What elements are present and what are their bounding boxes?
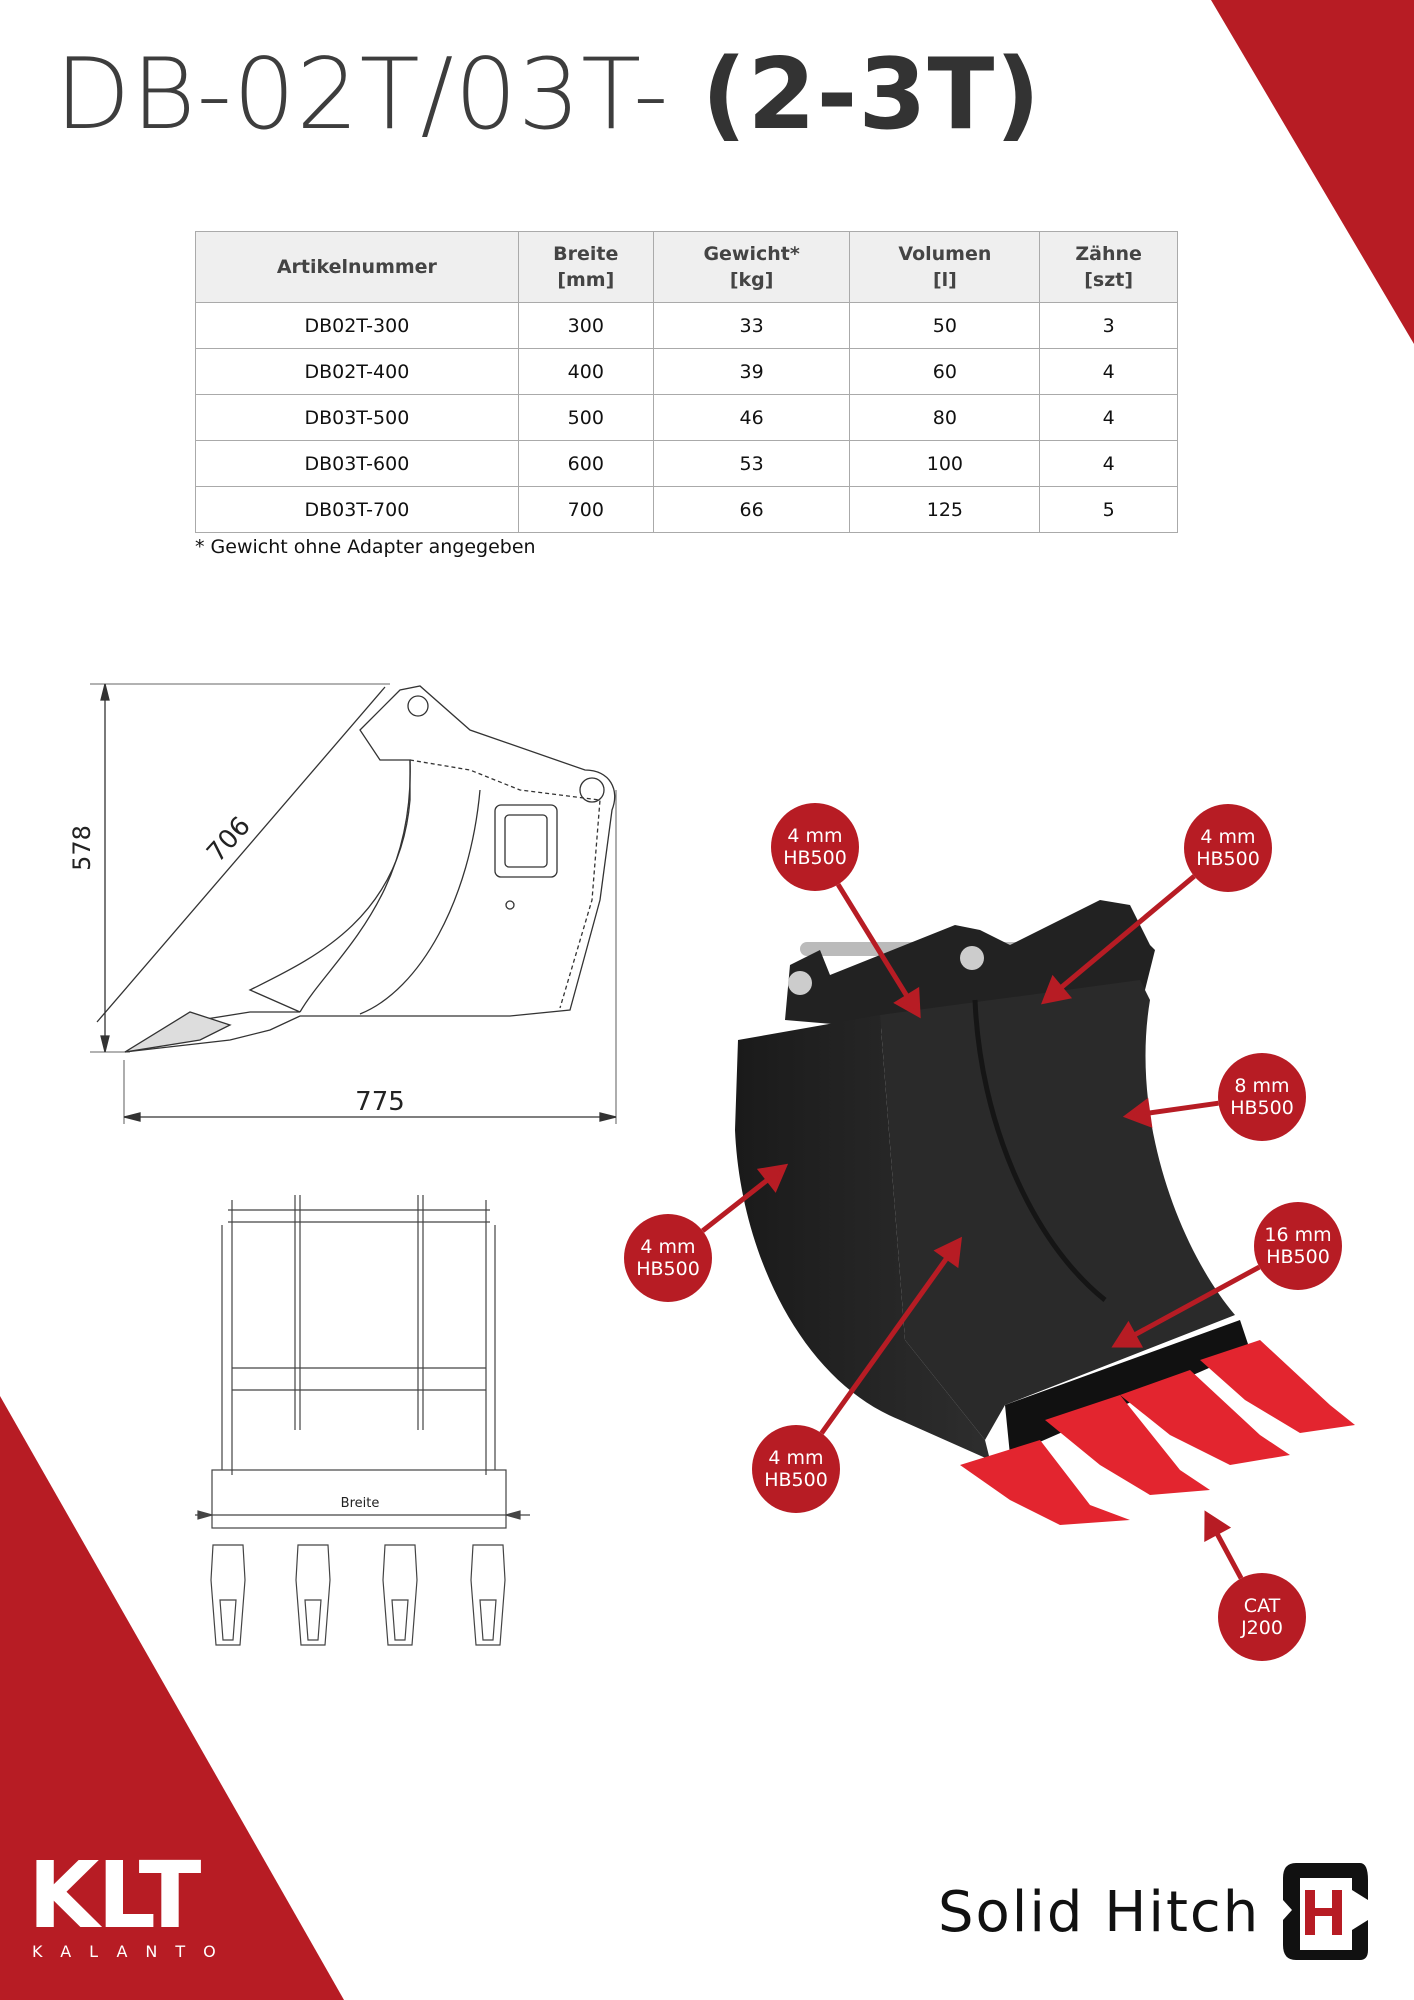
callout-material: HB500 xyxy=(636,1258,700,1280)
table-cell: 53 xyxy=(652,440,851,487)
callout-thickness: CAT xyxy=(1243,1595,1281,1617)
callout-material: HB500 xyxy=(764,1469,828,1491)
table-cell: 39 xyxy=(652,348,851,395)
corner-triangle-top-right xyxy=(1211,0,1414,344)
col-header: Volumen[l] xyxy=(849,231,1041,303)
table-cell: DB03T-600 xyxy=(195,440,519,487)
table-cell: 3 xyxy=(1039,302,1178,349)
table-cell: 400 xyxy=(517,348,654,395)
table-cell: 125 xyxy=(849,486,1041,533)
table-cell: DB03T-500 xyxy=(195,394,519,441)
table-cell: 80 xyxy=(849,394,1041,441)
callout-material: HB500 xyxy=(783,847,847,869)
table-cell: DB02T-300 xyxy=(195,302,519,349)
col-header: Gewicht*[kg] xyxy=(652,231,851,303)
col-header: Zähne[szt] xyxy=(1039,231,1178,303)
table-cell: 4 xyxy=(1039,394,1178,441)
table-cell: 5 xyxy=(1039,486,1178,533)
table-cell: 46 xyxy=(652,394,851,441)
table-cell: 4 xyxy=(1039,348,1178,395)
callout-thickness: 16 mm xyxy=(1264,1224,1332,1246)
callout-material: HB500 xyxy=(1266,1246,1330,1268)
col-header: Breite[mm] xyxy=(517,231,654,303)
table-cell: 500 xyxy=(517,394,654,441)
table-cell: 600 xyxy=(517,440,654,487)
corner-triangle-bottom-left xyxy=(0,1396,344,2000)
callout-thickness: 4 mm xyxy=(640,1236,696,1258)
table-cell: DB03T-700 xyxy=(195,486,519,533)
callout-material: J200 xyxy=(1241,1617,1283,1639)
callout-thickness: 4 mm xyxy=(787,825,843,847)
table-cell: 4 xyxy=(1039,440,1178,487)
footnote: * Gewicht ohne Adapter angegeben xyxy=(195,536,536,558)
table-cell: 33 xyxy=(652,302,851,349)
solid-hitch-wordmark: Solid Hitch xyxy=(938,1880,1261,1945)
page-title: DB-02T/03T- (2-3T) xyxy=(55,38,1042,152)
kalanto-wordmark: KALANTO xyxy=(32,1942,234,1961)
callout-thickness: 8 mm xyxy=(1234,1075,1290,1097)
table-cell: 66 xyxy=(652,486,851,533)
col-header: Artikelnummer xyxy=(195,231,519,303)
table-cell: 700 xyxy=(517,486,654,533)
callout-material: HB500 xyxy=(1230,1097,1294,1119)
callout-material: HB500 xyxy=(1196,848,1260,870)
callout-thickness: 4 mm xyxy=(1200,826,1256,848)
table-cell: 50 xyxy=(849,302,1041,349)
table-cell: DB02T-400 xyxy=(195,348,519,395)
table-cell: 100 xyxy=(849,440,1041,487)
klt-logo: KLT xyxy=(28,1842,201,1949)
table-cell: 300 xyxy=(517,302,654,349)
callout-thickness: 4 mm xyxy=(768,1447,824,1469)
spec-table: Artikelnummer Breite[mm] Gewicht*[kg] Vo… xyxy=(195,231,1178,533)
table-cell: 60 xyxy=(849,348,1041,395)
